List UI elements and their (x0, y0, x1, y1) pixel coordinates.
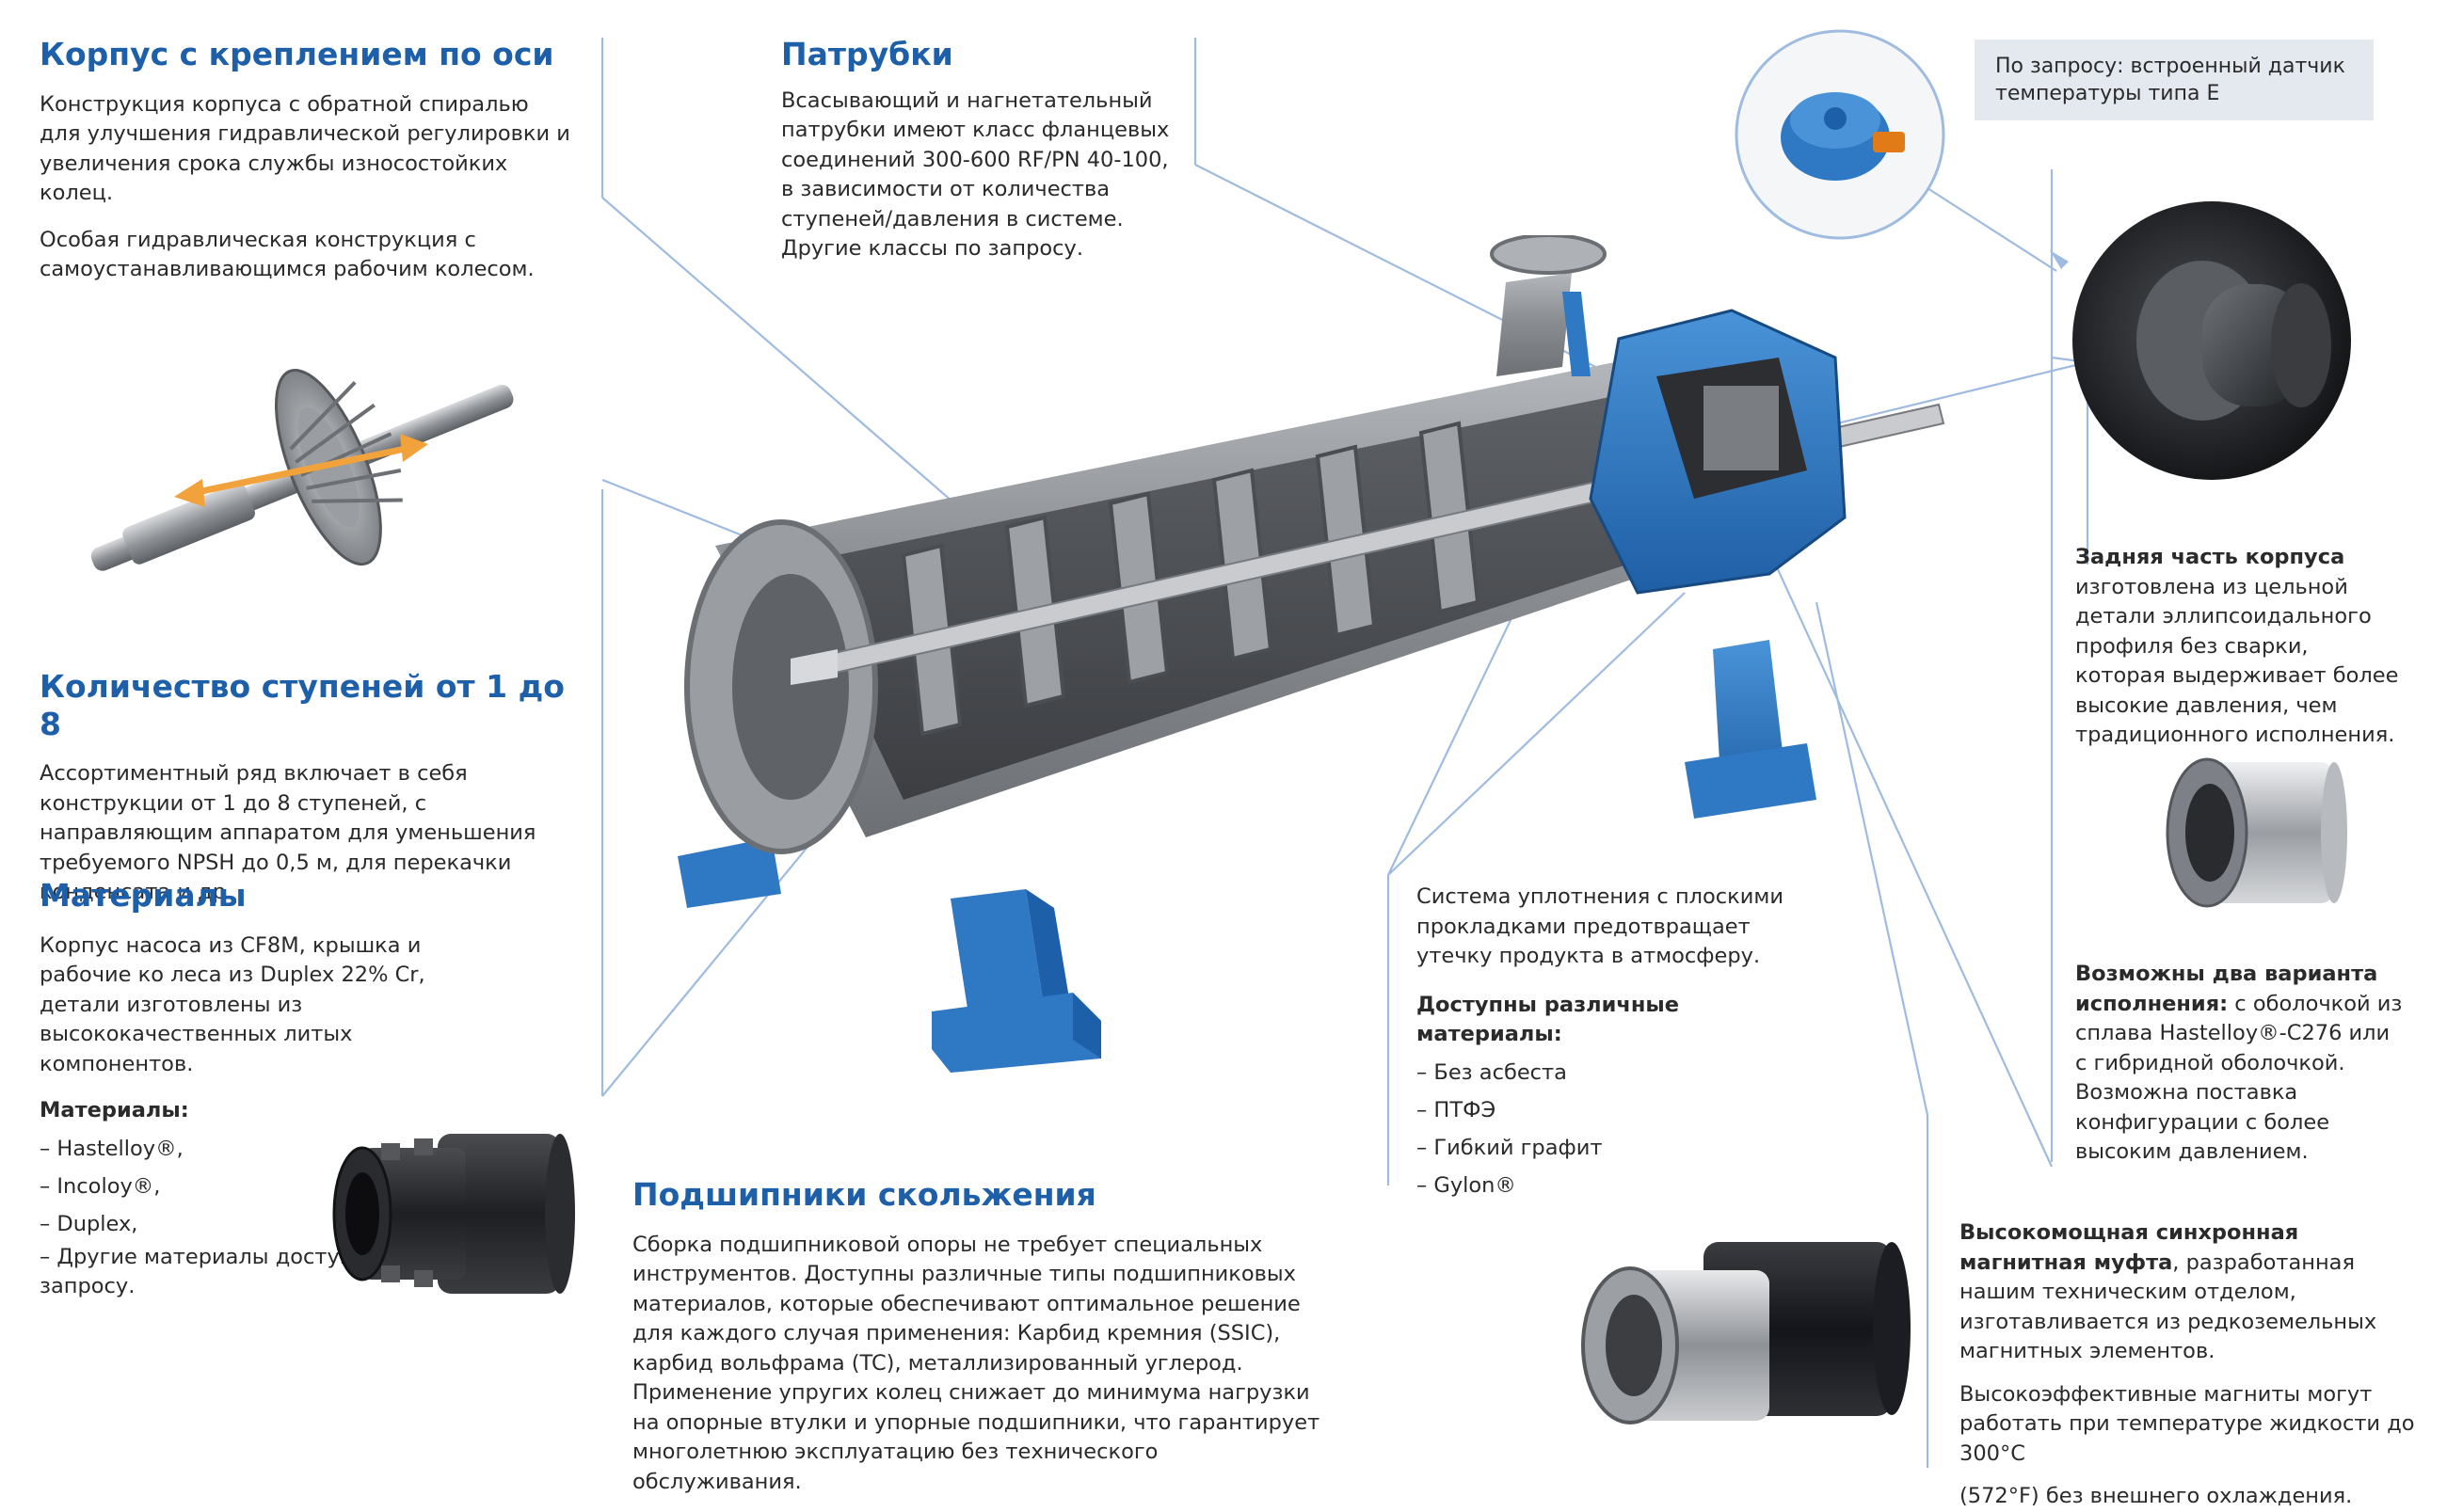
nozzles-block: Патрубки Всасывающий и нагнетательный па… (781, 36, 1186, 264)
sealing-list: Без асбеста ПТФЭ Гибкий графит Gylon® (1416, 1054, 1793, 1204)
materials-subtitle: Материалы: (40, 1098, 189, 1123)
rear-casing-illustration (2072, 201, 2351, 480)
axis-mount-text-2: Особая гидравлическая конструкция с само… (40, 227, 535, 282)
bearings-block: Подшипники скольжения Сборка подшипников… (632, 1176, 1329, 1497)
stages-title: Количество ступеней от 1 до 8 (40, 668, 565, 742)
bearings-title: Подшипники скольжения (632, 1176, 1096, 1213)
sealing-item: Гибкий графит (1416, 1129, 1793, 1167)
materials-block: Материалы Корпус насоса из CF8M, крышка … (40, 877, 444, 1302)
stages-block: Количество ступеней от 1 до 8 Ассортимен… (40, 668, 585, 908)
sealing-text: Система уплотнения с плоскими прокладкам… (1416, 884, 1783, 968)
bearings-text: Сборка подшипниковой опоры не требует сп… (632, 1232, 1320, 1494)
impeller-illustration (90, 368, 514, 571)
bushing-illustration (332, 1134, 575, 1294)
axis-mount-block: Корпус с креплением по оси Конструкция к… (40, 36, 576, 285)
rear-casing-bold: Задняя часть корпуса (2075, 545, 2345, 569)
axis-mount-title: Корпус с креплением по оси (40, 36, 554, 72)
sealing-subtitle: Доступны различные материалы: (1416, 992, 1680, 1047)
axis-mount-text-1: Конструкция корпуса с обратной спиралью … (40, 91, 570, 206)
rear-casing-text: изготовлена из цельной детали эллипсоида… (2075, 574, 2399, 748)
sealing-block: Система уплотнения с плоскими прокладкам… (1416, 883, 1793, 1204)
support-foot-illustration (932, 889, 1101, 1073)
sealing-item: ПТФЭ (1416, 1091, 1793, 1129)
sealing-item: Gylon® (1416, 1167, 1793, 1204)
materials-text: Корпус насоса из CF8M, крышка и рабочие … (40, 932, 425, 1076)
materials-title: Материалы (40, 877, 247, 914)
shell-illustration (2166, 757, 2347, 908)
sealing-item: Без асбеста (1416, 1054, 1793, 1091)
shell-bold: Возможны два варианта исполнения: (2075, 962, 2378, 1016)
coupling-text-3: (572°F) без внешнего охлаждения. (1959, 1484, 2353, 1508)
sensor-illustration (1735, 29, 1945, 240)
materials-item: Incoloy®, (40, 1168, 444, 1205)
materials-item: Hastelloy®, (40, 1130, 444, 1168)
coupling-text: , разработанная нашим техническим отдело… (1959, 1249, 2377, 1364)
coupling-text-2: Высокоэффективные магниты могут работать… (1959, 1381, 2415, 1466)
magnetic-coupling-illustration (1581, 1242, 1911, 1424)
materials-item: Duplex, (40, 1205, 444, 1243)
nozzles-text: Всасывающий и нагнетательный патрубки им… (781, 88, 1170, 262)
stages-text: Ассортиментный ряд включает в себя конст… (40, 761, 536, 905)
nozzles-title: Патрубки (781, 36, 953, 72)
shell-text: с оболочкой из сплава Hastelloy®-C276 ил… (2075, 991, 2403, 1165)
coupling-bold: Высокомощная синхронная магнитная муфта (1959, 1220, 2299, 1275)
rear-casing-block: Задняя часть корпуса изготовлена из цель… (2075, 543, 2405, 751)
sensor-note: По запросу: встроенный датчик температур… (1975, 40, 2374, 121)
coupling-block: Высокомощная синхронная магнитная муфта,… (1959, 1218, 2421, 1512)
pump-cutaway-illustration (678, 235, 1945, 908)
shell-block: Возможны два варианта исполнения: с обол… (2075, 960, 2405, 1168)
